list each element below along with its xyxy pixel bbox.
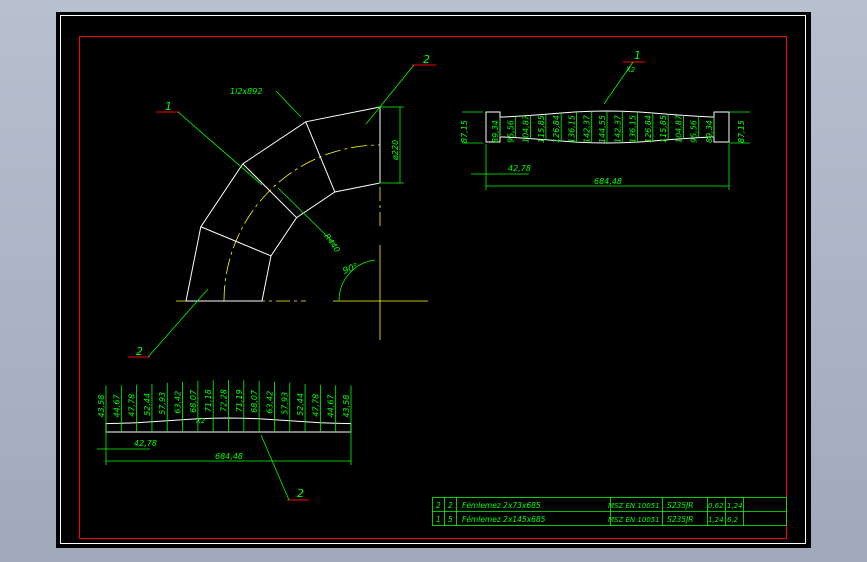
strip-dim-label: 47,78: [128, 394, 137, 417]
bom-row: 1 5 Fémlemez 2x145x685 MSZ EN 10051 S235…: [436, 515, 739, 524]
bom-qty: 2: [448, 501, 453, 510]
bom-material: S235JR: [667, 515, 694, 524]
drawing-frame: [79, 36, 787, 539]
bom-standard: MSZ EN 10051: [608, 502, 660, 510]
strip-1-qty: X2: [625, 66, 636, 74]
bom-weight-1: 1,24: [708, 516, 724, 524]
bom-pos: 2: [436, 501, 441, 510]
elbow-outer-arc: [185, 106, 381, 302]
bom-pos: 1: [436, 515, 441, 524]
strip-dim-label: 95,56: [690, 120, 699, 143]
angle-arc: [338, 259, 376, 302]
elbow-seam: [305, 121, 336, 193]
strip-dim-label: 52,44: [296, 393, 305, 416]
strip-1-total-label: 684,48: [594, 177, 622, 186]
strip-dim-label: 136,15: [629, 115, 638, 143]
bom-row: 2 2 Fémlemez 2x73x685 MSZ EN 10051 S235J…: [436, 501, 743, 510]
strip-part-1: 89,34 95,56 104,87 115,85 126,84 136,15 142,37…: [460, 49, 750, 190]
strip-part-2: 43,58 44,67 47,78 52,44 57,93 63,42 68,07 71,18…: [97, 380, 352, 501]
callout-2-number: 2: [423, 53, 430, 66]
strip-2-callout-leader: [260, 434, 290, 501]
strip-1-callout-leader: [603, 61, 634, 105]
strip-dim-label: 104,87: [674, 114, 683, 143]
elbow-seam: [242, 163, 297, 218]
plate-size-label: 1l2x892: [230, 87, 262, 96]
outer-border: [60, 15, 806, 544]
callout-1-number: 1: [165, 100, 172, 113]
strip-dim-label: 142,37: [613, 114, 622, 143]
strip-dim-label: 44,67: [112, 394, 121, 418]
bom-material: S235JR: [667, 501, 694, 510]
diameter-label: ø220: [391, 140, 400, 161]
strip-dim-label: 136,15: [567, 115, 576, 143]
strip-2-dimensions: 43,58 44,67 47,78 52,44 57,93 63,42 68,07 71,18…: [97, 380, 352, 432]
strip-dim-label: 43,58: [342, 395, 351, 418]
elbow-inner-arc: [261, 182, 381, 302]
strip-2-step-label: 42,78: [134, 439, 157, 448]
strip-dim-label: 68,07: [250, 389, 259, 413]
strip-2-qty: X2: [195, 417, 206, 425]
strip-dim-label: 63,42: [265, 391, 274, 414]
bom-qty: 5: [448, 515, 453, 524]
bom-weight-2: 1,24: [727, 502, 743, 510]
bom-name: Fémlemez 2x145x685: [462, 515, 546, 524]
strip-dim-label: 126,84: [552, 115, 561, 143]
strip-1-dimensions: 89,34 95,56 104,87 115,85 126,84 136,15 142,37…: [491, 111, 715, 143]
strip-dim-label: 104,87: [522, 114, 531, 143]
callout-2b-leader: [147, 288, 209, 358]
strip-dim-label: 115,85: [537, 115, 546, 143]
strip-dim-label: 47,78: [311, 394, 320, 417]
strip-dim-label: 71,18: [204, 389, 213, 412]
strip-2-total-label: 684,48: [215, 452, 243, 461]
strip-dim-label: 63,42: [174, 391, 183, 414]
plate-size-leader: [275, 90, 302, 118]
bill-of-materials: 2 2 Fémlemez 2x73x685 MSZ EN 10051 S235J…: [432, 497, 787, 526]
strip-dim-label: 68,07: [189, 389, 198, 413]
strip-dim-label: 71,19: [235, 389, 244, 412]
strip-dim-label: 57,93: [158, 392, 167, 415]
strip-dim-label: 126,84: [644, 115, 653, 143]
callout-2-leader: [365, 64, 415, 125]
strip-dim-label: 72,28: [220, 389, 229, 412]
angle-label: 90°: [342, 262, 360, 277]
elbow-segment-seams: [186, 107, 381, 302]
strip-dim-label: 89,34: [491, 120, 500, 143]
bom-weight-1: 0,62: [708, 502, 724, 510]
callout-2b-number: 2: [136, 345, 143, 358]
strip-dim-label: 57,93: [281, 392, 290, 415]
strip-1-callout-number: 1: [634, 49, 641, 62]
strip-1-end-right: 87,15: [737, 120, 746, 143]
elbow-view: 90° R440 1l2x892 ø220 1 2 2: [128, 53, 436, 358]
elbow-seam: [200, 226, 272, 257]
strip-2-outline: [105, 417, 352, 433]
strip-dim-label: 44,67: [327, 394, 336, 418]
strip-1-end-left: 87,15: [460, 120, 469, 143]
bom-name: Fémlemez 2x73x685: [462, 501, 541, 510]
strip-dim-label: 144,55: [598, 115, 607, 143]
bom-standard: MSZ EN 10051: [608, 516, 660, 524]
bom-weight-2: 6,2: [727, 516, 739, 524]
strip-dim-label: 142,37: [583, 114, 592, 143]
callout-1-leader: [177, 111, 263, 186]
strip-dim-label: 95,56: [506, 120, 515, 143]
radius-leader: [277, 187, 336, 245]
radius-label: R440: [322, 232, 341, 254]
strip-1-step-label: 42,78: [508, 164, 531, 173]
strip-dim-label: 43,58: [97, 395, 106, 418]
strip-dim-label: 52,44: [143, 393, 152, 416]
strip-dim-label: 89,34: [705, 120, 714, 143]
strip-dim-label: 115,85: [659, 115, 668, 143]
strip-2-callout-number: 2: [297, 487, 304, 500]
